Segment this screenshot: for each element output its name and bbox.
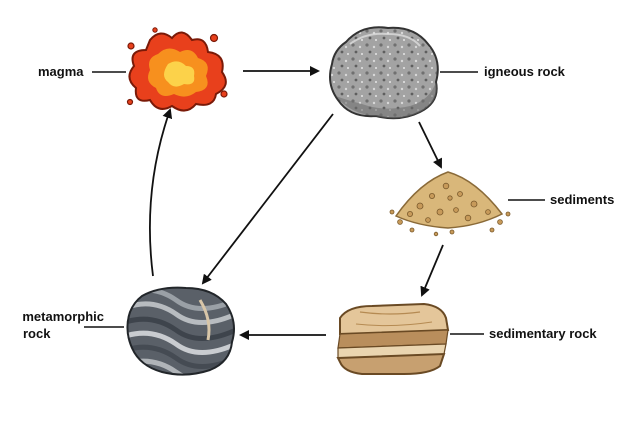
arrow-igneous-to-sediments [418, 121, 442, 169]
metamorphic-rock-icon [126, 286, 235, 376]
arrow-sediments-to-sedimentary [420, 244, 444, 297]
igneous-rock-icon [329, 26, 439, 120]
metamorphic-label-line1: metamorphic [22, 309, 104, 324]
sediments-label: sediments [550, 192, 615, 207]
arrow-metamorphic-to-magma [148, 108, 173, 277]
metamorphic-label-line2: rock [23, 326, 51, 341]
igneous-rock-label: igneous rock [484, 64, 565, 79]
metamorphic-rock-label: metamorphic rock [4, 308, 104, 342]
sediments-icon [389, 171, 511, 237]
magma-icon [126, 27, 228, 112]
arrow-igneous-to-metamorphic [201, 113, 334, 285]
leader-lines [84, 71, 545, 335]
sedimentary-rock-label: sedimentary rock [489, 326, 597, 341]
magma-label: magma [38, 64, 84, 79]
cycle-arrows [148, 66, 444, 340]
sedimentary-rock-icon [336, 302, 450, 375]
